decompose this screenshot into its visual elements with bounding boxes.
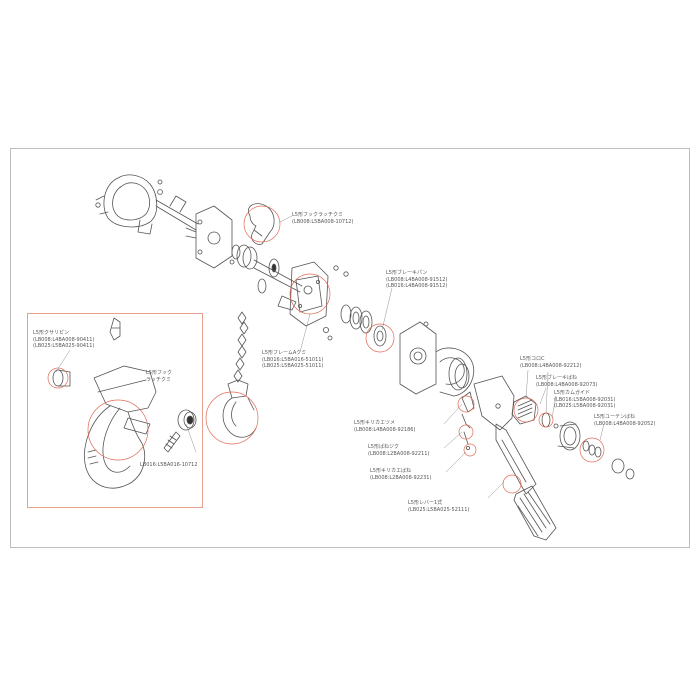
hand-lever	[473, 375, 557, 541]
frame-plate-middle	[289, 261, 349, 341]
callout-title: L5形フック	[146, 370, 172, 376]
highlight-lower-hook	[205, 391, 259, 445]
callout-code: (LB008:L5BA008-10712)	[292, 218, 354, 225]
callout-code: (LB025:L5BA025-51011)	[262, 363, 324, 369]
callout-frame-set: L5形フレームAクミ (LB016:L5BA016-51011) (LB025:…	[262, 350, 323, 370]
gear-train	[229, 244, 303, 311]
callout-code: (LB016:L5BA008-92031)	[554, 396, 616, 403]
highlight-return-spring	[579, 437, 605, 463]
highlight-switch-spring	[463, 443, 477, 457]
callout-switch-stopper: L5形キリカエツメ (LB008:L4BA008-92186)	[354, 420, 415, 433]
callout-code: (LB025:L5BA008-92031)	[554, 403, 616, 409]
callout-code: (LB008:L4BA008-90411)	[33, 336, 95, 343]
callout-code: (LB008:L2BA008-92231)	[370, 474, 432, 481]
callout-code: (LB008:L4BA008-91512)	[386, 276, 448, 283]
callout-title: L5形キリカエばね	[370, 468, 411, 474]
chain-and-lower-hook	[222, 311, 257, 438]
top-hook-assembly	[95, 174, 199, 235]
callout-title: L5形フレームAクミ	[262, 350, 307, 356]
callout-code: (LB016:L4BA008-91512)	[386, 283, 448, 289]
callout-title: L5形ブレーキパン	[386, 270, 428, 276]
callout-return-spring: L5形ユーテンばね (LB008:L4BA008-92052)	[594, 414, 655, 427]
callout-title: L5形フックラッチクミ	[292, 212, 343, 218]
switch-parts	[461, 391, 475, 450]
callout-collar: L5形コロC (LB008:L4BA008-92212)	[520, 356, 581, 369]
callout-code: (LB025:L5BA025-52111)	[408, 506, 470, 513]
inset-collar-and-bolt	[163, 409, 197, 453]
highlight-hook-latch-top	[243, 205, 281, 243]
hook-latch-part-top	[248, 203, 275, 245]
callout-code: (LB008:L4BA008-92212)	[520, 362, 582, 369]
callout-title: ラッチクミ	[146, 376, 172, 383]
load-sheave-body	[399, 321, 475, 397]
callout-lever-set: L5形レバー1式 (LB025:L5BA025-52111)	[408, 500, 469, 513]
callout-title: L5形クサリピン	[33, 330, 69, 336]
highlight-spring-shaft	[458, 424, 474, 440]
diagram-frame	[10, 148, 690, 548]
highlight-inset-pin	[47, 367, 69, 389]
callout-brake-pan: L5形ブレーキパン (LB008:L4BA008-91512) (LB016:L…	[386, 270, 447, 290]
highlight-inset-hook	[87, 399, 149, 461]
highlight-brake-pan	[365, 323, 395, 353]
hook-detail-inset	[27, 313, 203, 508]
callout-title: L5形カムガイド	[554, 390, 590, 396]
side-plate	[185, 205, 233, 269]
callout-title: L5形レバー1式	[408, 500, 443, 506]
callout-code: (LB025:L5BA025-90411)	[33, 343, 95, 349]
highlight-collar	[538, 412, 554, 428]
callout-hook-latch-set-inset: L5形フック ラッチクミ	[146, 370, 172, 383]
callout-code: (LB008:L2BA008-92211)	[368, 450, 430, 457]
highlight-lever	[502, 474, 522, 494]
callout-hook-latch-code-inset: LB016:L5BA016-10712	[140, 462, 198, 469]
cam-and-springs	[511, 395, 635, 480]
leader-lines	[55, 215, 605, 499]
brake-disc-stack	[340, 304, 387, 347]
callout-title: L5形コロC	[520, 356, 545, 362]
inset-big-hook	[52, 365, 157, 489]
callout-title: L5形キリカエツメ	[354, 420, 395, 426]
callout-code: (LB008:L4BA008-92073)	[536, 381, 598, 388]
callout-code: LB016:L5BA016-10712	[140, 462, 198, 468]
highlight-frame-plate	[289, 273, 331, 315]
callout-title: L5形ブレーキばね	[536, 375, 577, 381]
inset-chain-pin	[109, 317, 121, 341]
callout-switch-spring: L5形キリカエばね (LB008:L2BA008-92231)	[370, 468, 431, 481]
highlight-switch-stopper	[457, 395, 475, 413]
highlight-circles	[47, 205, 605, 494]
callout-cam-guide: L5形カムガイド (LB016:L5BA008-92031) (LB025:L5…	[554, 390, 615, 410]
callout-code: (LB016:L5BA016-51011)	[262, 356, 324, 363]
callout-grip-pin: L5形クサリピン (LB008:L4BA008-90411) (LB025:L5…	[33, 330, 94, 350]
callout-code: (LB008:L4BA008-92186)	[354, 426, 416, 433]
callout-brake-spring: L5形ブレーキばね (LB008:L4BA008-92073)	[536, 375, 597, 388]
callout-spring-shaft: L5形ばねジク (LB008:L2BA008-92211)	[368, 444, 429, 457]
callout-hook-latch-set-top: L5形フックラッチクミ (LB008:L5BA008-10712)	[292, 212, 353, 225]
callout-code: (LB008:L4BA008-92052)	[594, 420, 656, 427]
callout-title: L5形ユーテンばね	[594, 414, 635, 420]
callout-title: L5形ばねジク	[368, 444, 399, 450]
